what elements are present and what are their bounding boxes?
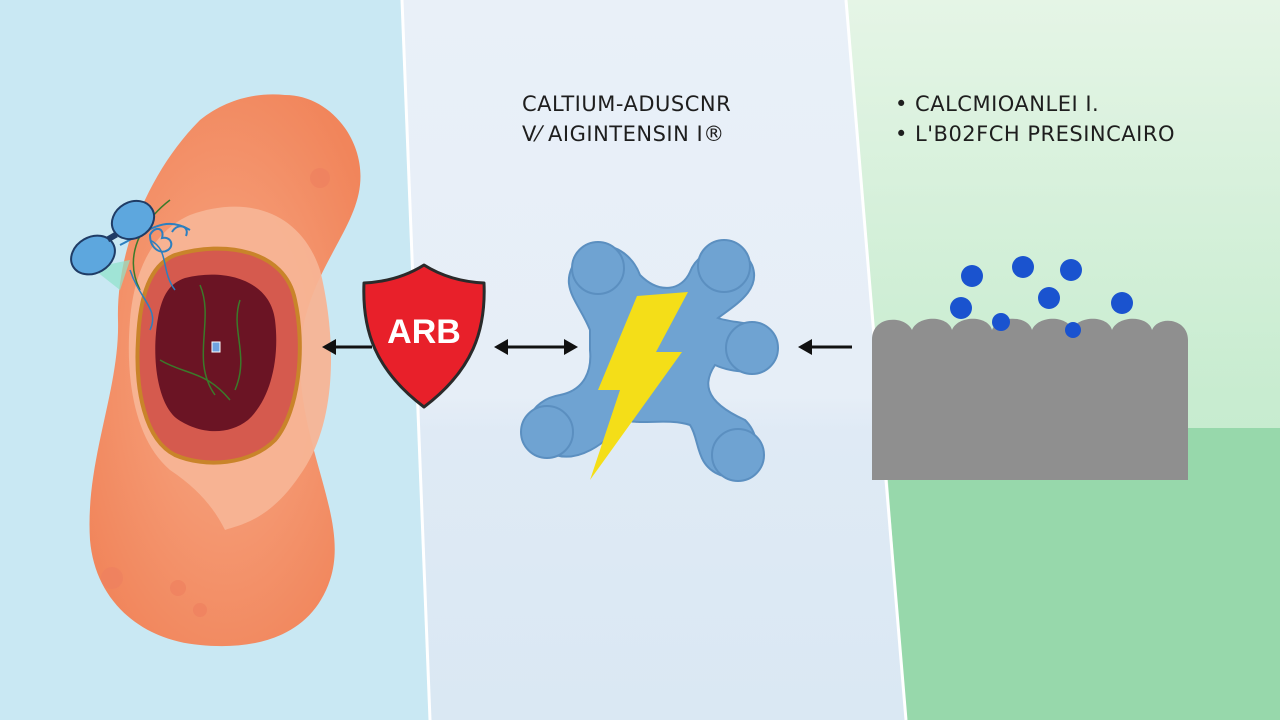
ion-dot: [950, 297, 972, 319]
organ-spot: [101, 567, 123, 589]
receptor-molecule: [70, 199, 191, 331]
ion-dot: [1038, 287, 1060, 309]
arrow-from-right: [798, 339, 852, 355]
ion-dot: [992, 313, 1010, 331]
organ-vessel: [234, 299, 242, 391]
membrane-block: [872, 318, 1188, 480]
ion-dot: [1065, 322, 1081, 338]
receptor-strand: [129, 269, 154, 331]
center-title-line-2: V⁄ AIGINTENSIN I®: [522, 122, 725, 146]
receptor-joint: [106, 231, 118, 243]
right-bullet-1: • CALCMIOANLEI I.: [895, 92, 1100, 116]
membrane: [872, 318, 1188, 480]
lightning-icon: [590, 292, 688, 480]
ion-dot: [961, 265, 983, 287]
organ-vessel: [199, 284, 216, 396]
receptor-lobe: [110, 199, 156, 241]
receptor-strand: [149, 239, 176, 291]
arb-shield: ARB: [362, 263, 486, 409]
ion-dot: [1060, 259, 1082, 281]
receptor-ligand: [171, 225, 188, 237]
shield-shape: [362, 263, 486, 409]
ion-dots: [950, 256, 1133, 338]
organ-vessel: [159, 359, 231, 401]
organ-illustration: [89, 94, 361, 647]
ion-dot: [1012, 256, 1034, 278]
double-arrow: [494, 339, 578, 355]
complex-node: [520, 405, 574, 459]
right-bullet-2: • L'B02FCH PRESINCAIRO: [895, 122, 1175, 146]
organ-section-core: [155, 274, 277, 432]
organ-spot: [170, 580, 186, 596]
receptor-lobe: [70, 234, 116, 276]
organ-spot: [310, 168, 330, 188]
complex-node: [697, 239, 751, 293]
organ-marker: [211, 341, 221, 353]
arrow-to-organ: [322, 339, 372, 355]
complex-node: [711, 428, 765, 482]
complex-node: [571, 241, 625, 295]
organ-spot: [193, 603, 207, 617]
shield-label: ARB: [387, 313, 461, 351]
center-title-line-1: CALTIUM-ADUSCNR: [522, 92, 732, 116]
receptor-ligand: [148, 227, 173, 253]
ion-dot: [1111, 292, 1133, 314]
complex-node: [725, 321, 779, 375]
receptor-complex: [520, 239, 779, 482]
right-panel-ground: [884, 428, 1280, 720]
